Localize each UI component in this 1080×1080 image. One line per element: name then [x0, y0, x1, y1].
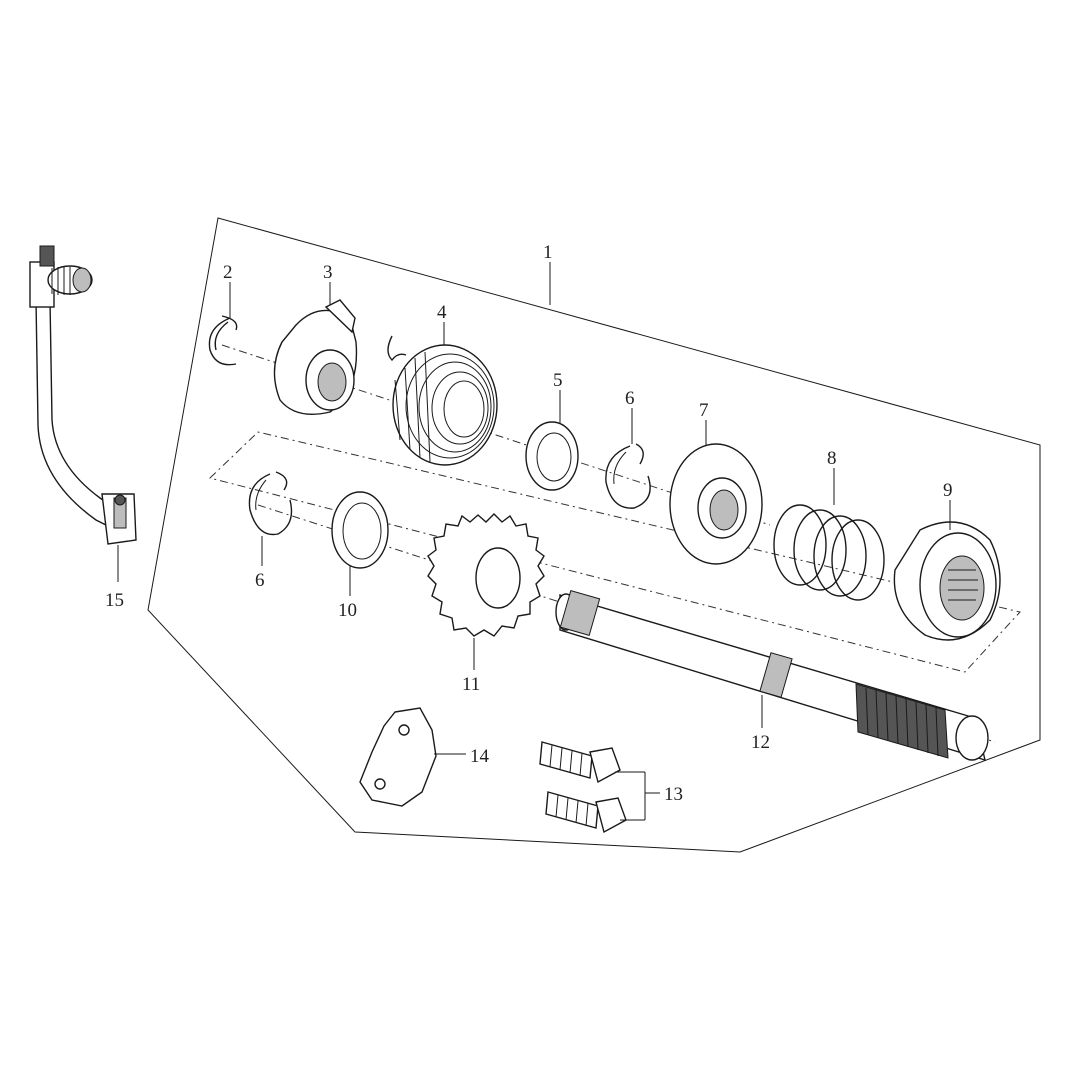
callout-1: 1 [543, 242, 553, 263]
circlip-part-6-upper [605, 443, 651, 509]
stopper-plate-part [359, 707, 437, 807]
kick-gear-part [427, 513, 545, 637]
ratchet-collar-part [273, 299, 358, 415]
friction-plate-part [669, 443, 763, 565]
callout-13: 13 [664, 784, 683, 805]
assembly-boundary [147, 217, 1041, 853]
bolt-part-lower [545, 791, 627, 834]
callout-14: 14 [470, 746, 490, 767]
callout-11: 11 [462, 674, 480, 695]
callout-9: 9 [943, 480, 953, 501]
washer-part-10 [331, 491, 389, 569]
compression-spring-part [773, 504, 885, 601]
callout-3: 3 [323, 262, 333, 283]
callout-12: 12 [751, 732, 770, 753]
callout-7: 7 [699, 400, 709, 421]
callout-2: 2 [223, 262, 233, 283]
callout-10: 10 [338, 600, 357, 621]
washer-part-5 [525, 421, 579, 491]
kickstart-shaft-part [555, 589, 989, 762]
callout-8: 8 [827, 448, 837, 469]
callout-6-upper: 6 [625, 388, 635, 409]
bolt-part-upper [539, 741, 621, 784]
callout-5: 5 [553, 370, 563, 391]
callout-15: 15 [105, 590, 124, 611]
ratchet-part [893, 521, 1001, 641]
torsion-spring-part [387, 335, 498, 466]
kick-lever-part [29, 245, 137, 545]
callout-6-lower: 6 [255, 570, 265, 591]
sub-assembly-boundary [209, 431, 1021, 673]
leader-lines [117, 262, 951, 821]
circlip-part-6-lower [248, 471, 293, 536]
callout-4: 4 [437, 302, 447, 323]
circlip-part-2 [208, 315, 238, 366]
